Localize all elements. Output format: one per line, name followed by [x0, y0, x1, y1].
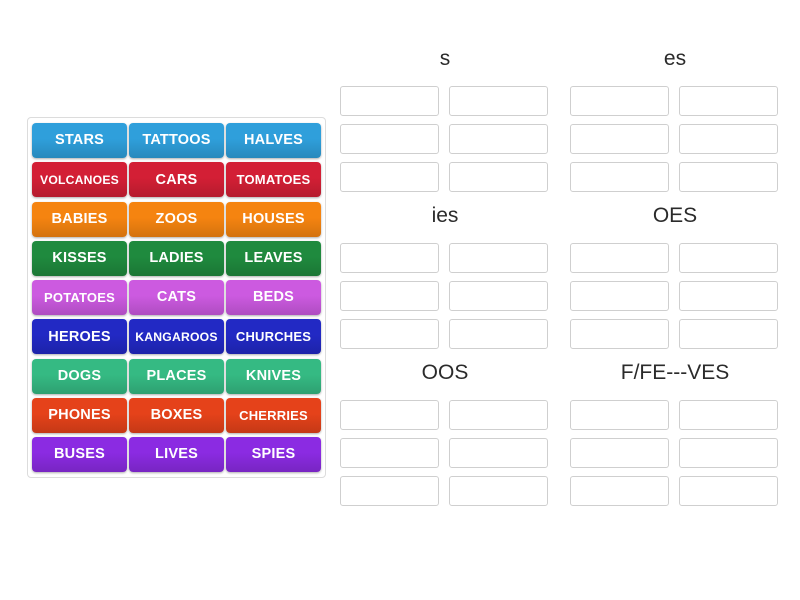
- category-title: F/FE---VES: [620, 361, 730, 384]
- word-tile[interactable]: STARS: [32, 123, 127, 158]
- word-tile[interactable]: BABIES: [32, 201, 127, 237]
- drop-slot[interactable]: [449, 476, 548, 506]
- word-tile[interactable]: SPIES: [226, 437, 321, 472]
- drop-slot[interactable]: [570, 86, 669, 116]
- word-tile[interactable]: HOUSES: [226, 201, 321, 237]
- drop-slot[interactable]: [570, 243, 669, 273]
- category-group: F/FE---VES: [570, 362, 780, 506]
- word-tile[interactable]: HEROES: [32, 319, 127, 355]
- drop-slot[interactable]: [340, 438, 439, 468]
- drop-slot[interactable]: [340, 124, 439, 154]
- slot-grid: [340, 243, 550, 349]
- drop-slot[interactable]: [340, 476, 439, 506]
- category-group: ies: [340, 205, 550, 349]
- drop-slot[interactable]: [449, 281, 548, 311]
- category-group: OOS: [340, 362, 550, 506]
- word-tile[interactable]: CHERRIES: [226, 397, 321, 433]
- drop-slot[interactable]: [679, 400, 778, 430]
- drop-slot[interactable]: [679, 124, 778, 154]
- word-tile[interactable]: PLACES: [129, 358, 224, 394]
- word-tile[interactable]: CHURCHES: [226, 319, 321, 355]
- drop-slot[interactable]: [449, 243, 548, 273]
- word-tile[interactable]: TATTOOS: [129, 123, 224, 158]
- word-tile[interactable]: VOLCANOES: [32, 162, 127, 198]
- word-tile[interactable]: LEAVES: [226, 240, 321, 276]
- word-tile[interactable]: CARS: [129, 162, 224, 198]
- drop-slot[interactable]: [449, 86, 548, 116]
- drop-slot[interactable]: [679, 162, 778, 192]
- word-tile[interactable]: ZOOS: [129, 201, 224, 237]
- drop-slot[interactable]: [570, 438, 669, 468]
- word-tile[interactable]: POTATOES: [32, 280, 127, 315]
- drop-slot[interactable]: [679, 281, 778, 311]
- drop-slot[interactable]: [340, 162, 439, 192]
- drop-slot[interactable]: [449, 124, 548, 154]
- drop-slot[interactable]: [449, 400, 548, 430]
- slot-grid: [340, 86, 550, 192]
- word-tile[interactable]: LADIES: [129, 240, 224, 276]
- drop-slot[interactable]: [449, 319, 548, 349]
- slot-grid: [570, 400, 780, 506]
- drop-slot[interactable]: [449, 162, 548, 192]
- drop-slot[interactable]: [570, 400, 669, 430]
- category-area: s es ies OES OOS F/FE---VES: [340, 48, 780, 506]
- word-tile[interactable]: KNIVES: [226, 358, 321, 394]
- drop-slot[interactable]: [679, 438, 778, 468]
- category-group: s: [340, 48, 550, 192]
- drop-slot[interactable]: [570, 476, 669, 506]
- word-tile[interactable]: DOGS: [32, 358, 127, 394]
- drop-slot[interactable]: [679, 319, 778, 349]
- word-tile[interactable]: KANGAROOS: [129, 319, 224, 355]
- drop-slot[interactable]: [570, 124, 669, 154]
- category-title: OES: [652, 204, 698, 227]
- word-tile[interactable]: TOMATOES: [226, 162, 321, 198]
- drop-slot[interactable]: [340, 400, 439, 430]
- slot-grid: [570, 243, 780, 349]
- drop-slot[interactable]: [570, 281, 669, 311]
- drop-slot[interactable]: [449, 438, 548, 468]
- drop-slot[interactable]: [340, 86, 439, 116]
- word-tile[interactable]: CATS: [129, 280, 224, 315]
- category-group: es: [570, 48, 780, 192]
- slot-grid: [570, 86, 780, 192]
- word-tile[interactable]: PHONES: [32, 397, 127, 433]
- drop-slot[interactable]: [679, 476, 778, 506]
- category-title: OOS: [421, 361, 469, 384]
- word-tile[interactable]: BEDS: [226, 280, 321, 315]
- category-title: es: [663, 47, 687, 70]
- drop-slot[interactable]: [340, 281, 439, 311]
- slot-grid: [340, 400, 550, 506]
- drop-slot[interactable]: [679, 86, 778, 116]
- drop-slot[interactable]: [679, 243, 778, 273]
- word-tile[interactable]: BUSES: [32, 437, 127, 472]
- drop-slot[interactable]: [570, 319, 669, 349]
- drop-slot[interactable]: [340, 319, 439, 349]
- drop-slot[interactable]: [570, 162, 669, 192]
- word-tile[interactable]: LIVES: [129, 437, 224, 472]
- word-tile[interactable]: KISSES: [32, 240, 127, 276]
- word-tile[interactable]: HALVES: [226, 123, 321, 158]
- category-title: ies: [431, 204, 459, 227]
- drop-slot[interactable]: [340, 243, 439, 273]
- word-tile[interactable]: BOXES: [129, 397, 224, 433]
- category-title: s: [439, 47, 451, 70]
- category-group: OES: [570, 205, 780, 349]
